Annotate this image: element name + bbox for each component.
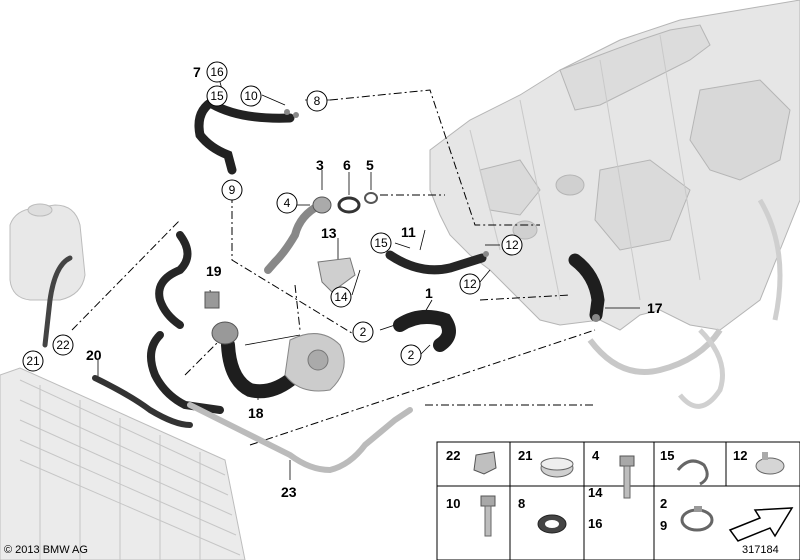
- label-9: 9: [229, 183, 236, 197]
- grid-label-16: 16: [588, 516, 602, 531]
- label-17: 17: [647, 300, 663, 316]
- grid-label-4: 4: [592, 448, 600, 463]
- clip-22-icon: [473, 451, 497, 475]
- spring-clamp-12-icon: [755, 452, 785, 475]
- hose-upper-left: [155, 231, 192, 329]
- sensor-19-icon: [204, 291, 220, 309]
- bolt-4-icon: [619, 455, 635, 499]
- grid-label-22: 22: [446, 448, 460, 463]
- copyright-text: © 2013 BMW AG: [4, 544, 88, 556]
- small-components: [204, 109, 600, 392]
- pipe-clip-15-icon: [676, 459, 709, 486]
- label-3: 3: [316, 157, 324, 173]
- hose-20: [92, 375, 193, 428]
- label-11: 11: [401, 224, 416, 240]
- hose-clamp-21-icon: [540, 457, 574, 478]
- label-5: 5: [366, 157, 374, 173]
- label-7: 7: [193, 64, 201, 80]
- label-12b: 12: [463, 277, 477, 291]
- leader-lines: [71, 89, 596, 446]
- label-21: 21: [26, 354, 40, 368]
- label-13: 13: [321, 225, 337, 241]
- hose-clips-icon: [284, 109, 600, 322]
- engine-block-illustration: [429, 0, 800, 409]
- label-2a: 2: [360, 325, 367, 339]
- label-19: 19: [206, 263, 222, 279]
- hose-3: [264, 201, 324, 274]
- label-15b: 15: [374, 236, 388, 250]
- direction-arrow-icon: [728, 507, 794, 542]
- grid-label-2: 2: [660, 496, 667, 511]
- thermostat-icon: [211, 321, 239, 345]
- radiator-illustration: [0, 367, 246, 560]
- clamp-6-icon: [337, 196, 361, 214]
- grid-label-9: 9: [660, 518, 667, 533]
- seal-ring-8-icon: [537, 514, 567, 534]
- label-8: 8: [314, 94, 321, 108]
- grid-label-21: 21: [518, 448, 532, 463]
- parts-grid: 22 21 4 14 15 12 10 8: [436, 441, 800, 560]
- label-18: 18: [248, 405, 264, 421]
- label-2b: 2: [408, 348, 415, 362]
- grid-label-10: 10: [446, 496, 460, 511]
- expansion-tank-illustration: [9, 203, 86, 301]
- hose-1: [393, 309, 456, 352]
- hose-7: [194, 95, 237, 175]
- seal-ring-5-icon: [364, 192, 378, 204]
- hose-11: [385, 250, 487, 275]
- label-15a: 15: [210, 89, 224, 103]
- label-10: 10: [244, 89, 258, 103]
- label-4: 4: [284, 196, 291, 210]
- hose-clamp-2-icon: [680, 506, 714, 532]
- grid-label-12: 12: [733, 448, 747, 463]
- bolt-10-icon: [480, 495, 496, 537]
- hose-17: [568, 253, 605, 322]
- water-pump-icon: [284, 333, 345, 392]
- grid-label-14: 14: [588, 485, 603, 500]
- grid-label-8: 8: [518, 496, 525, 511]
- label-1: 1: [425, 285, 433, 301]
- label-22: 22: [56, 338, 70, 352]
- diagram-id: 317184: [742, 544, 779, 556]
- connector-3-icon: [312, 196, 332, 214]
- hose-21: [42, 255, 73, 348]
- callout-labels: 7 3 6 5 13 11 1 19 17 20 18 23: [86, 64, 663, 500]
- label-12a: 12: [505, 238, 519, 252]
- circled-label-text: 16 15 10 8 9 4 15 12 14 12 2 2 22 21: [26, 65, 519, 368]
- label-14: 14: [334, 290, 348, 304]
- coolant-hoses: [42, 95, 605, 474]
- grid-label-15: 15: [660, 448, 674, 463]
- label-6: 6: [343, 157, 351, 173]
- bracket-13-icon: [317, 257, 356, 293]
- label-20: 20: [86, 347, 102, 363]
- hose-lower-left: [147, 331, 224, 414]
- label-16: 16: [210, 65, 224, 79]
- circled-labels: [22, 61, 523, 372]
- hose-18: [221, 338, 307, 399]
- pipe-23: [187, 402, 413, 474]
- label-23: 23: [281, 484, 297, 500]
